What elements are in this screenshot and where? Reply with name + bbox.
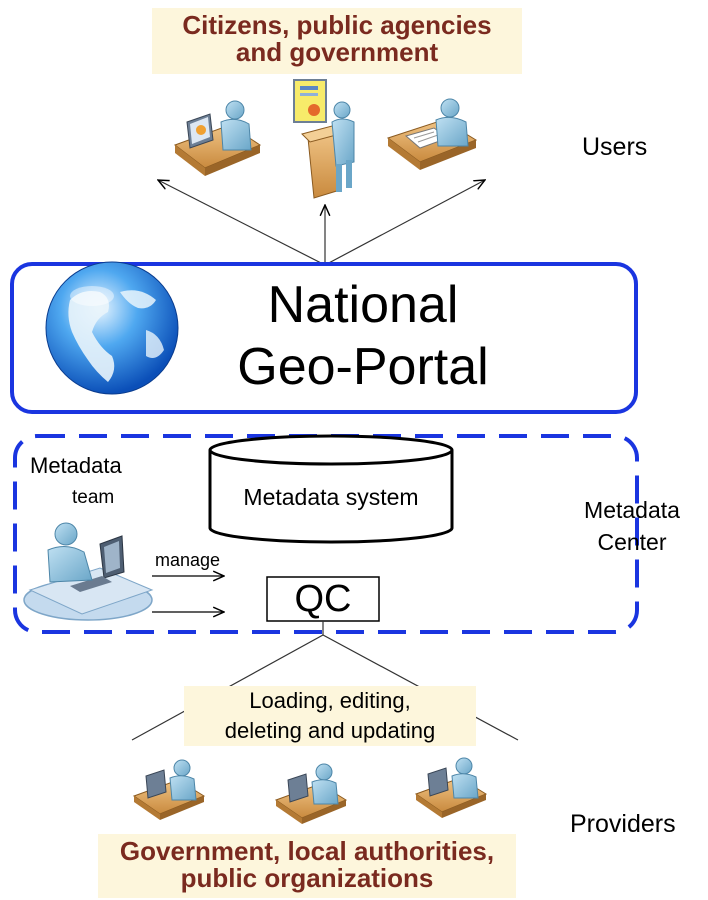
presenter-icon [293,79,355,199]
portal-title-line2: Geo-Portal [237,338,489,396]
operations-line2: deleting and updating [224,718,436,743]
metadata-team-label: Metadata team [30,450,170,514]
operations-line1: Loading, editing, [249,688,411,713]
users-banner-line1: Citizens, public agencies [182,10,492,40]
provider-computer-icon-1 [132,759,206,820]
providers-banner-line2: public organizations [180,863,434,894]
user-reading-icon [386,98,478,170]
portal-title-line1: National [267,276,459,334]
provider-computer-icon-2 [274,763,348,824]
providers-label: Providers [570,810,676,838]
qc-label: QC [294,578,352,620]
users-banner: Citizens, public agencies and government [152,8,522,74]
provider-computer-icon-3 [414,757,488,818]
providers-banner-line1: Government, local authorities, [119,836,495,866]
metadata-team-line1: Metadata [30,453,122,478]
operations-label: Loading, editing, deleting and updating [184,686,476,746]
users-banner-line2: and government [235,37,439,68]
portal-title: National Geo-Portal [190,274,536,398]
metadata-team-user-icon [23,522,154,621]
user-at-computer-icon [173,100,262,176]
database-cylinder-icon [208,434,454,544]
user-arrows [158,180,485,266]
metadata-center-box [13,434,639,634]
metadata-center-line2: Center [597,529,667,555]
qc-box [266,576,380,622]
providers-banner: Government, local authorities, public or… [98,834,516,898]
users-label: Users [582,133,648,161]
globe-icon [45,261,179,395]
metadata-team-line2: team [72,487,115,508]
manage-label: manage [155,550,221,570]
metadata-center-line1: Metadata [584,497,680,523]
metadata-center-label: Metadata Center [562,494,702,558]
metadata-system-label: Metadata system [243,484,419,510]
